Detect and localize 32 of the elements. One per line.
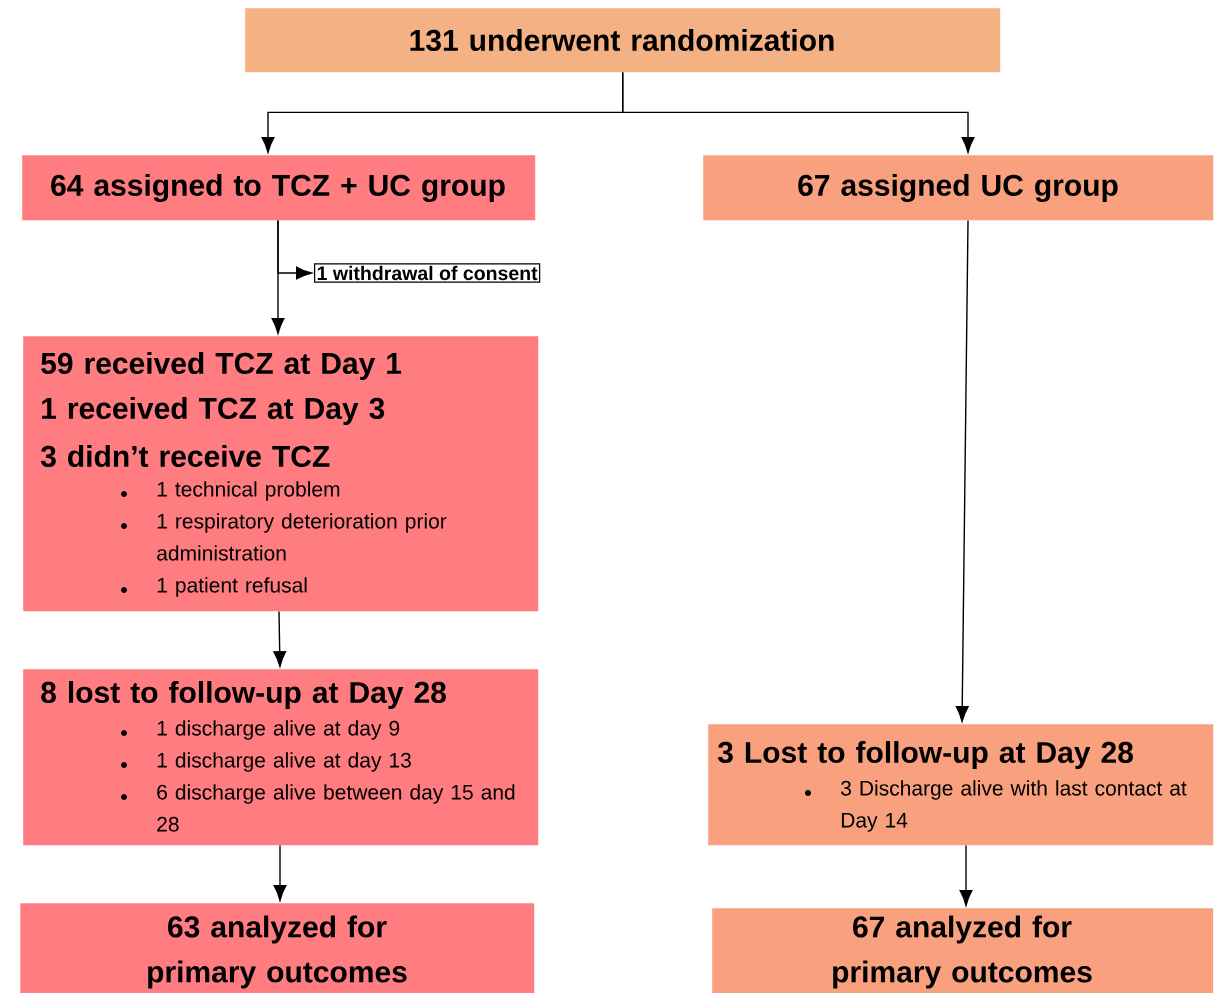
process-box (245, 8, 1001, 73)
box-heading: 59 received TCZ at Day 1 (41, 352, 402, 380)
bullet-item: 1 discharge alive at day 13 (121, 752, 411, 772)
box-heading: 67 analyzed for primary outcomes (833, 915, 1092, 989)
bullet-item: 1 discharge alive at day 9 (121, 720, 400, 740)
process-box (20, 903, 535, 993)
arrow (273, 610, 287, 667)
box-heading: 131 underwent randomization (410, 28, 834, 52)
box-heading: 3 didn’t receive TCZ (40, 444, 330, 468)
process-box (712, 908, 1214, 993)
note-box: 1 withdrawal of consent (314, 263, 541, 283)
bullet-item: 6 discharge alive between day 15 and 28 (121, 784, 515, 832)
arrow (271, 219, 285, 334)
process-box (23, 669, 539, 846)
arrow (273, 844, 287, 901)
arrow (959, 844, 973, 906)
box-heading: 64 assigned to TCZ + UC group (51, 173, 505, 203)
box-heading: 63 analyzed for primary outcomes (148, 915, 407, 989)
bullet-item: 1 patient refusal (121, 577, 307, 597)
arrow (955, 219, 969, 722)
box-heading: 67 assigned UC group (798, 173, 1118, 203)
bullet-item: 3 Discharge alive with last contact at Day 14 (805, 780, 1187, 832)
bullet-item: 1 technical problem (121, 481, 340, 501)
process-box (23, 336, 539, 612)
box-heading: 8 lost to follow-up at Day 28 (41, 681, 446, 709)
box-heading: 1 received TCZ at Day 3 (42, 397, 385, 425)
bullet-item: 1 respiratory deterioration prior administration (121, 513, 447, 561)
process-box (703, 155, 1214, 221)
process-box (708, 724, 1214, 846)
box-heading: 3 Lost to follow-up at Day 28 (717, 741, 1133, 769)
arrow (622, 71, 975, 153)
process-box (22, 155, 536, 221)
